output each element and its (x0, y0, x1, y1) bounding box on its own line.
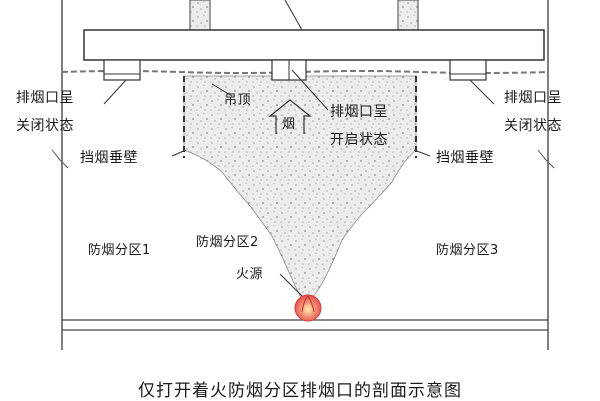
vent-open-line1: 排烟口呈 (330, 104, 388, 120)
fire-source-icon (294, 294, 322, 322)
zone3-label: 防烟分区3 (436, 243, 499, 258)
vent-open-line2: 开启状态 (330, 132, 388, 148)
vent-closed-left-line2: 关闭状态 (16, 118, 74, 134)
smoke-curtain-right-label: 挡烟垂壁 (436, 150, 494, 166)
smoke-label: 烟 (282, 117, 296, 132)
smoke-up-arrow (268, 99, 312, 134)
ceiling-label: 吊顶 (224, 93, 252, 108)
column-left (189, 0, 211, 31)
smoke-curtain-left-label: 挡烟垂壁 (80, 150, 138, 166)
zone1-label: 防烟分区1 (88, 243, 151, 258)
vent-closed-right-line1: 排烟口呈 (504, 90, 562, 106)
ceiling-beam (83, 29, 545, 61)
vent-box-left (103, 59, 141, 81)
vent-box-right (449, 59, 487, 81)
column-right (397, 0, 419, 31)
vent-closed-left-line1: 排烟口呈 (16, 90, 74, 106)
diagram-caption: 仅打开着火防烟分区排烟口的剖面示意图 (138, 381, 462, 401)
zone2-label: 防烟分区2 (196, 235, 259, 250)
vent-closed-right-line2: 关闭状态 (504, 118, 562, 134)
fire-source-label: 火源 (236, 267, 264, 282)
